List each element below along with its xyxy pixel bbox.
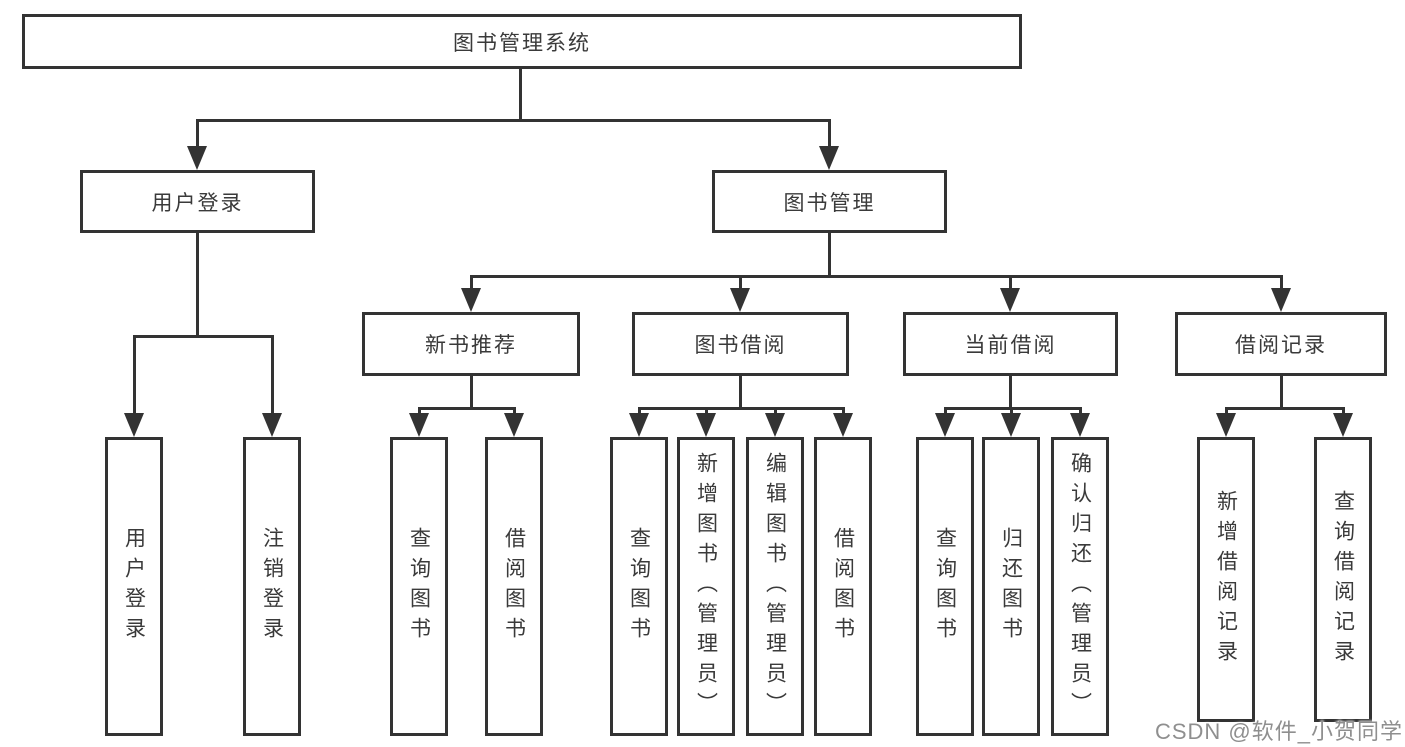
connector-book-borrow-trunk <box>739 376 742 410</box>
connector-stem-user-login <box>196 119 199 149</box>
connector-stem-edit-books <box>774 407 777 417</box>
leaf-query-books-borrow: 查询图书 <box>610 437 668 736</box>
connector-user-login-trunk <box>196 233 199 338</box>
connector-new-book-rec-trunk <box>470 376 473 410</box>
connector-stem-book-mgmt <box>828 119 831 149</box>
node-borrow-records: 借阅记录 <box>1175 312 1387 376</box>
connector-stem-confirm-return <box>1079 407 1082 417</box>
node-borrow-records-label: 借阅记录 <box>1235 334 1327 357</box>
node-user-login: 用户登录 <box>80 170 315 233</box>
leaf-borrow-books-rec: 借阅图书 <box>485 437 543 736</box>
connector-stem-borrow-records <box>1280 275 1283 291</box>
arrowhead-leaf-logout <box>262 413 282 437</box>
connector-root-split <box>196 119 831 122</box>
watermark: CSDN @软件_小贺同学 <box>1154 719 1403 744</box>
arrowhead-query-books-rec <box>409 413 429 437</box>
connector-book-mgmt-trunk <box>828 233 831 278</box>
connector-stem-return-books <box>1010 407 1013 417</box>
arrowhead-query-books-borrow <box>629 413 649 437</box>
arrowhead-new-book-rec <box>461 288 481 312</box>
connector-stem-new-book-rec <box>470 275 473 291</box>
leaf-return-books: 归还图书 <box>982 437 1040 736</box>
connector-stem-query-books-borrow <box>638 407 641 417</box>
arrowhead-add-record <box>1216 413 1236 437</box>
connector-stem-borrow-books-borrow <box>842 407 845 417</box>
node-current-borrow-label: 当前借阅 <box>964 334 1057 357</box>
arrowhead-borrow-books-rec <box>504 413 524 437</box>
connector-borrow-records-split <box>1225 407 1345 410</box>
connector-current-borrow-trunk <box>1009 376 1012 410</box>
node-current-borrow: 当前借阅 <box>903 312 1118 376</box>
node-new-book-rec: 新书推荐 <box>362 312 580 376</box>
node-root: 图书管理系统 <box>22 14 1022 69</box>
arrowhead-book-borrow <box>730 288 750 312</box>
connector-new-book-rec-split <box>418 407 516 410</box>
arrowhead-book-mgmt <box>819 146 839 170</box>
node-user-login-label: 用户登录 <box>151 191 244 215</box>
arrowhead-user-login <box>187 146 207 170</box>
connector-stem-add-books <box>705 407 708 417</box>
connector-current-borrow-split <box>944 407 1082 410</box>
connector-root-trunk <box>519 69 522 122</box>
node-root-label: 图书管理系统 <box>453 31 591 55</box>
arrowhead-borrow-records <box>1271 288 1291 312</box>
connector-book-borrow-split <box>638 407 845 410</box>
node-book-mgmt-label: 图书管理 <box>783 191 876 215</box>
connector-stem-borrow-books-rec <box>513 407 516 417</box>
arrowhead-borrow-books-borrow <box>833 413 853 437</box>
connector-stem-query-books-current <box>944 407 947 417</box>
leaf-user-login: 用户登录 <box>105 437 163 736</box>
arrowhead-add-books <box>696 413 716 437</box>
leaf-add-record: 新增借阅记录 <box>1197 437 1255 722</box>
connector-book-mgmt-split <box>470 275 1283 278</box>
connector-stem-leaf-user-login <box>133 335 136 415</box>
leaf-query-record: 查询借阅记录 <box>1314 437 1372 722</box>
arrowhead-query-books-current <box>935 413 955 437</box>
arrowhead-confirm-return <box>1070 413 1090 437</box>
node-book-borrow: 图书借阅 <box>632 312 849 376</box>
arrowhead-leaf-user-login <box>124 413 144 437</box>
node-new-book-rec-label: 新书推荐 <box>425 334 517 357</box>
arrowhead-current-borrow <box>1000 288 1020 312</box>
arrowhead-return-books <box>1001 413 1021 437</box>
node-book-mgmt: 图书管理 <box>712 170 947 233</box>
connector-stem-leaf-logout <box>271 335 274 415</box>
leaf-confirm-return: 确认归还（管理员） <box>1051 437 1109 736</box>
connector-stem-current-borrow <box>1009 275 1012 291</box>
leaf-add-books: 新增图书（管理员） <box>677 437 735 736</box>
connector-stem-book-borrow <box>739 275 742 291</box>
leaf-edit-books: 编辑图书（管理员） <box>746 437 804 736</box>
arrowhead-query-record <box>1333 413 1353 437</box>
node-book-borrow-label: 图书借阅 <box>694 334 787 357</box>
leaf-logout: 注销登录 <box>243 437 301 736</box>
leaf-query-books-rec: 查询图书 <box>390 437 448 736</box>
arrowhead-edit-books <box>765 413 785 437</box>
connector-stem-add-record <box>1225 407 1228 417</box>
leaf-query-books-current: 查询图书 <box>916 437 974 736</box>
connector-stem-query-books-rec <box>418 407 421 417</box>
leaf-borrow-books-borrow: 借阅图书 <box>814 437 872 736</box>
connector-stem-query-record <box>1342 407 1345 417</box>
connector-borrow-records-trunk <box>1280 376 1283 410</box>
connector-user-login-split <box>133 335 274 338</box>
